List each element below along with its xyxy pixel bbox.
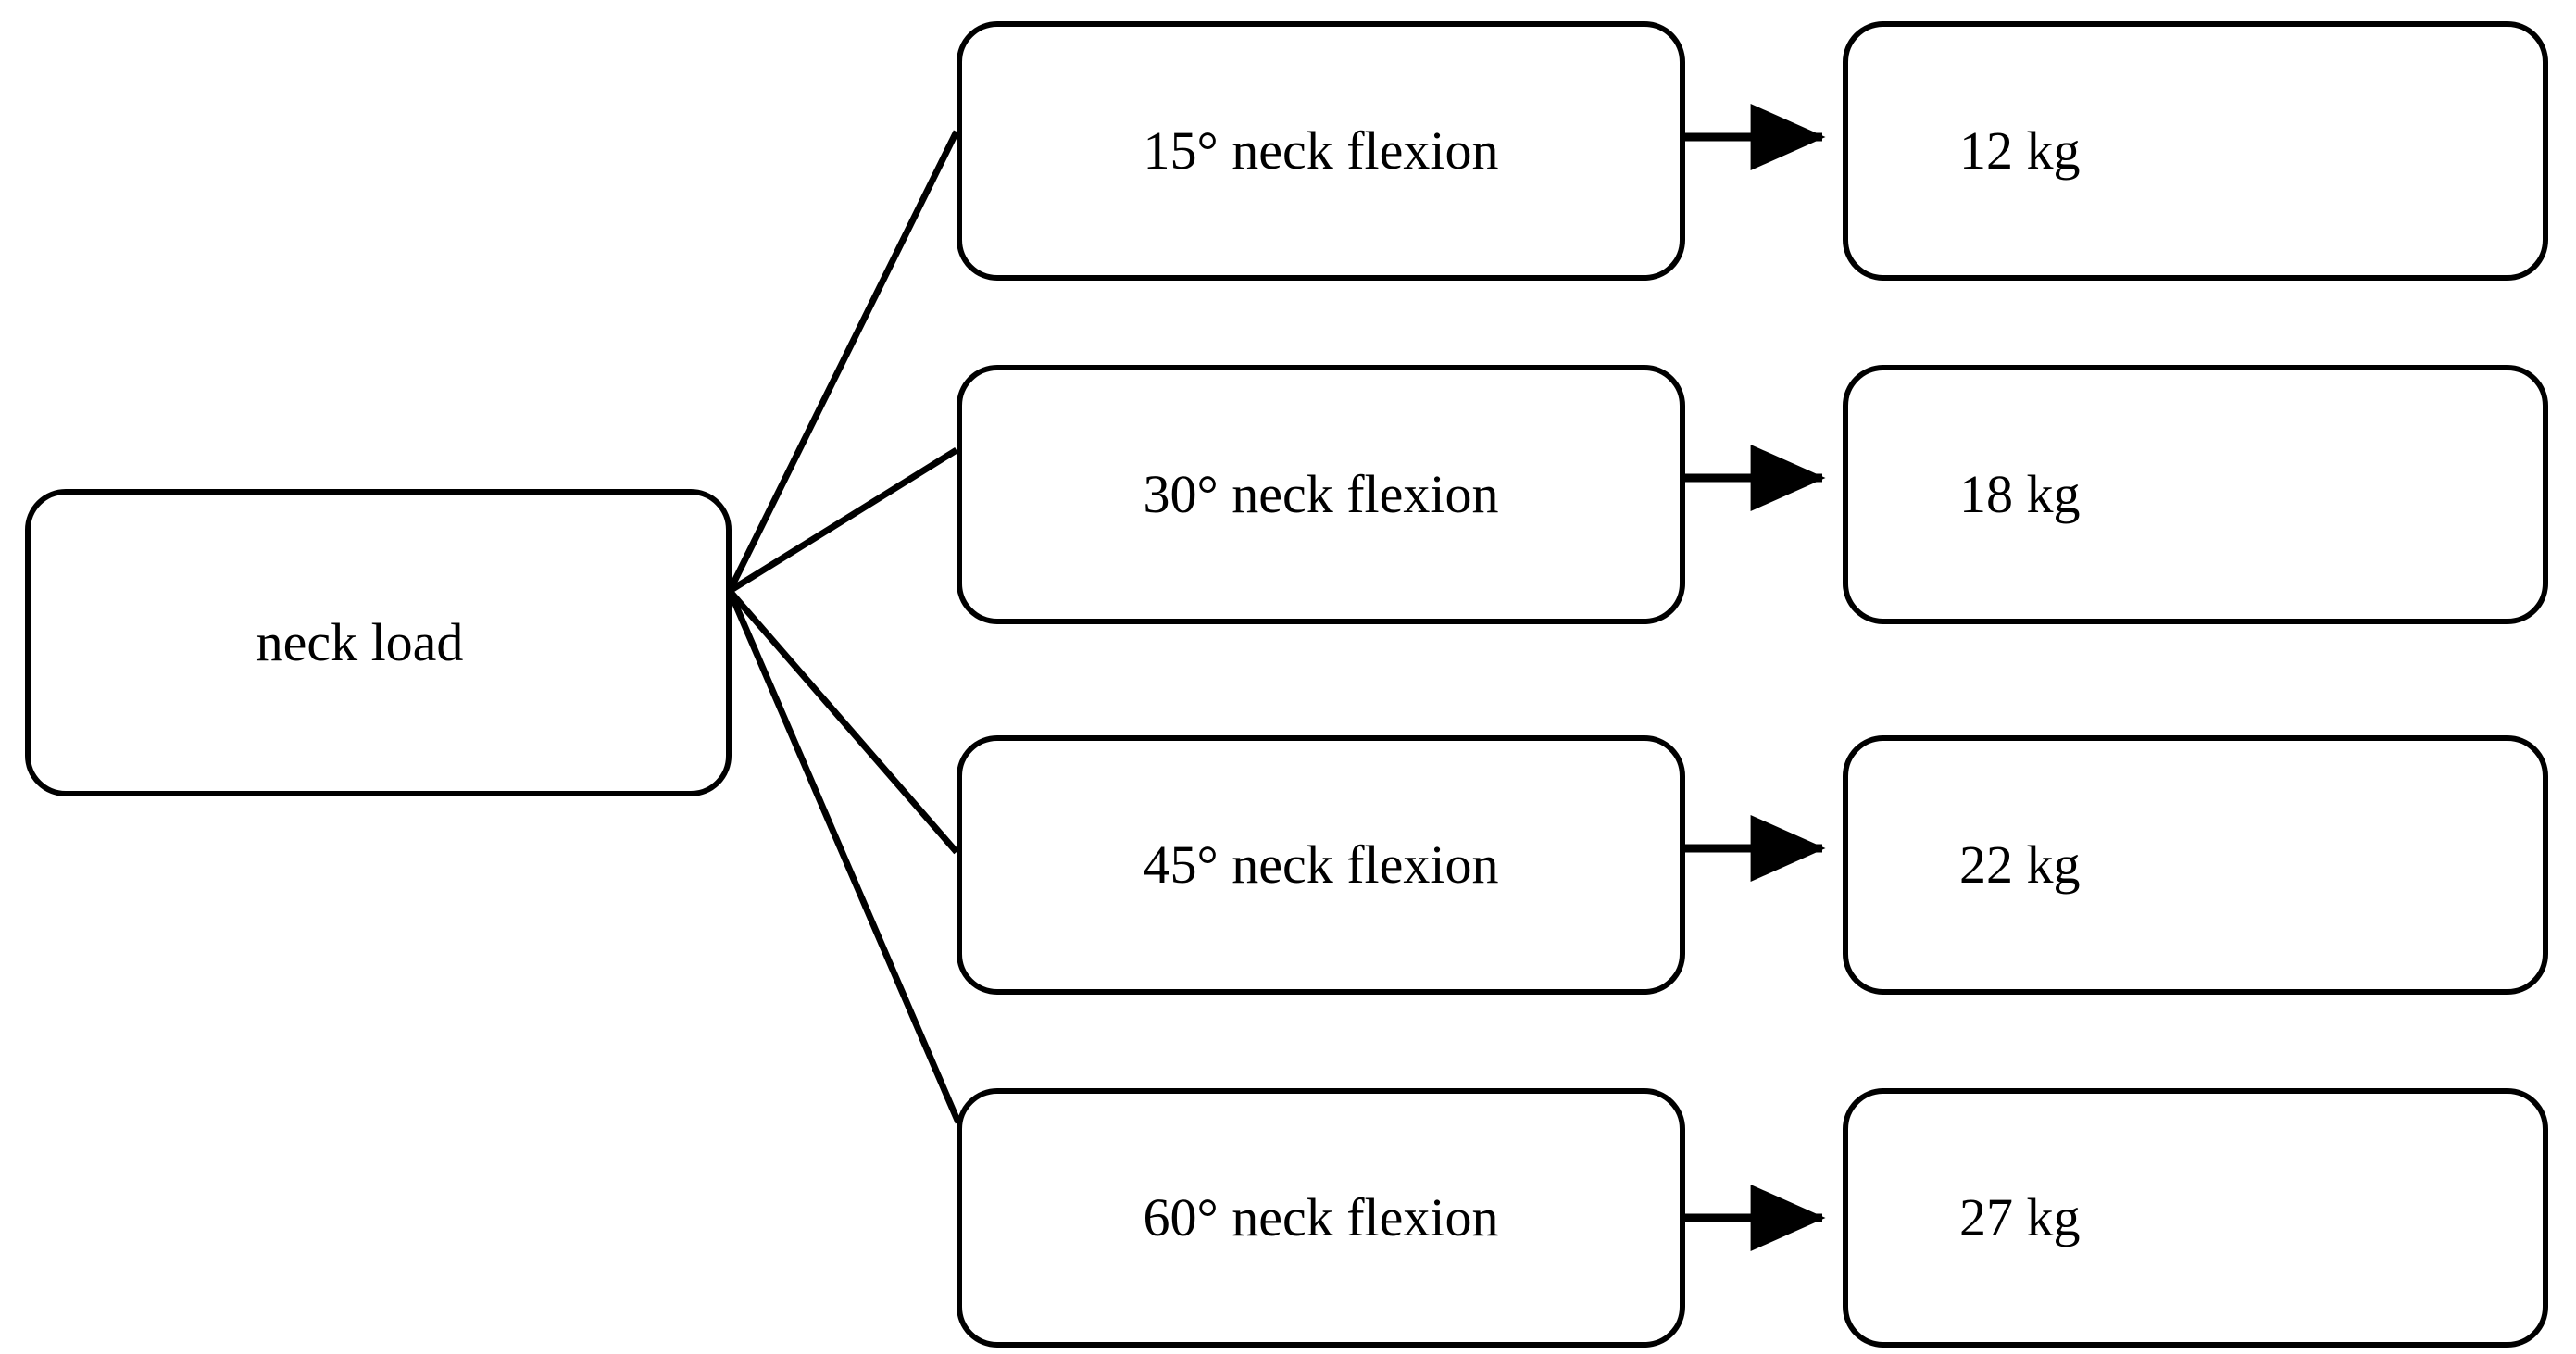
- node-result-22kg[interactable]: 22 kg: [1843, 735, 2548, 995]
- node-condition-30[interactable]: 30° neck flexion: [957, 365, 1685, 624]
- connector-root-to-60: [726, 589, 962, 1124]
- node-condition-45-label: 45° neck flexion: [1143, 834, 1499, 896]
- node-condition-60-label: 60° neck flexion: [1143, 1187, 1499, 1248]
- fan-connectors: [726, 130, 962, 1124]
- node-condition-15-label: 15° neck flexion: [1143, 120, 1499, 182]
- node-result-22kg-label: 22 kg: [1959, 834, 2081, 896]
- node-result-18kg[interactable]: 18 kg: [1843, 365, 2548, 624]
- node-condition-45[interactable]: 45° neck flexion: [957, 735, 1685, 995]
- node-result-12kg-label: 12 kg: [1959, 120, 2081, 182]
- node-root-label: neck load: [256, 612, 464, 673]
- connector-root-to-30: [728, 447, 958, 594]
- node-result-12kg[interactable]: 12 kg: [1843, 21, 2548, 281]
- node-condition-15[interactable]: 15° neck flexion: [957, 21, 1685, 281]
- node-result-27kg-label: 27 kg: [1959, 1187, 2081, 1248]
- connector-root-to-15: [726, 130, 960, 593]
- node-result-27kg[interactable]: 27 kg: [1843, 1088, 2548, 1348]
- connector-root-to-45: [727, 588, 959, 855]
- node-result-18kg-label: 18 kg: [1959, 464, 2081, 525]
- node-root-neck-load[interactable]: neck load: [25, 489, 732, 796]
- result-arrows: [1667, 104, 1826, 1251]
- node-condition-30-label: 30° neck flexion: [1143, 464, 1499, 525]
- node-condition-60[interactable]: 60° neck flexion: [957, 1088, 1685, 1348]
